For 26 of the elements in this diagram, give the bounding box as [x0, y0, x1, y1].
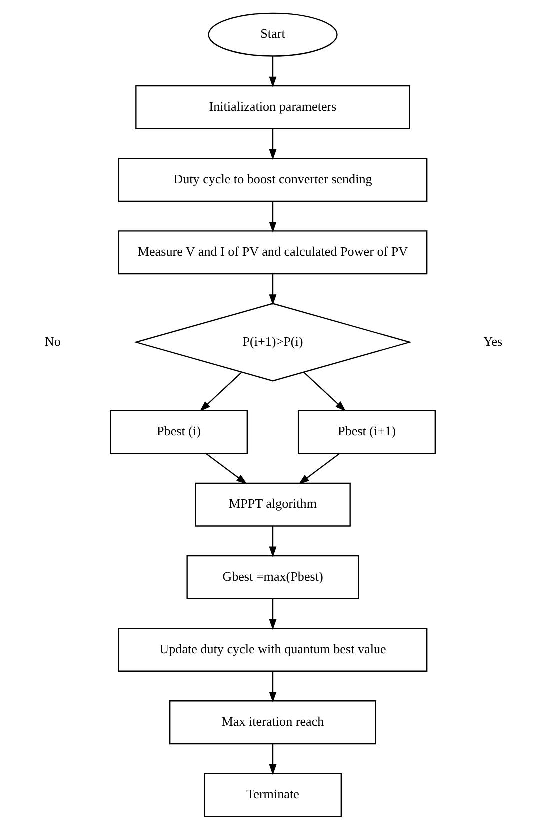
- arrow: [269, 744, 277, 776]
- node-box: Initialization parameters: [136, 85, 410, 130]
- arrow: [304, 372, 346, 412]
- node-diamond: P(i+1)>P(i): [134, 303, 412, 382]
- node-box: Gbest =max(Pbest): [186, 555, 360, 600]
- arrow: [269, 672, 277, 703]
- arrow: [269, 274, 277, 306]
- arrow: [269, 598, 277, 630]
- node-ellipse: Start: [208, 12, 338, 57]
- arrow: [269, 128, 277, 160]
- arrow: [269, 202, 277, 233]
- node-box: Terminate: [204, 773, 342, 818]
- arrow: [269, 526, 277, 558]
- node-box: MPPT algorithm: [195, 482, 351, 527]
- label: Yes: [484, 334, 503, 349]
- arrow: [298, 453, 340, 484]
- node-box: Pbest (i): [110, 410, 248, 454]
- label: No: [44, 334, 61, 349]
- node-box: Update duty cycle with quantum best value: [118, 628, 428, 672]
- node-box: Duty cycle to boost converter sending: [118, 158, 428, 202]
- arrow: [206, 453, 248, 484]
- arrow: [200, 372, 242, 412]
- arrow: [269, 56, 277, 88]
- node-box: Measure V and I of PV and calculated Power of PV: [118, 230, 428, 275]
- node-box: Max iteration reach: [169, 700, 377, 745]
- node-box: Pbest (i+1): [298, 410, 436, 454]
